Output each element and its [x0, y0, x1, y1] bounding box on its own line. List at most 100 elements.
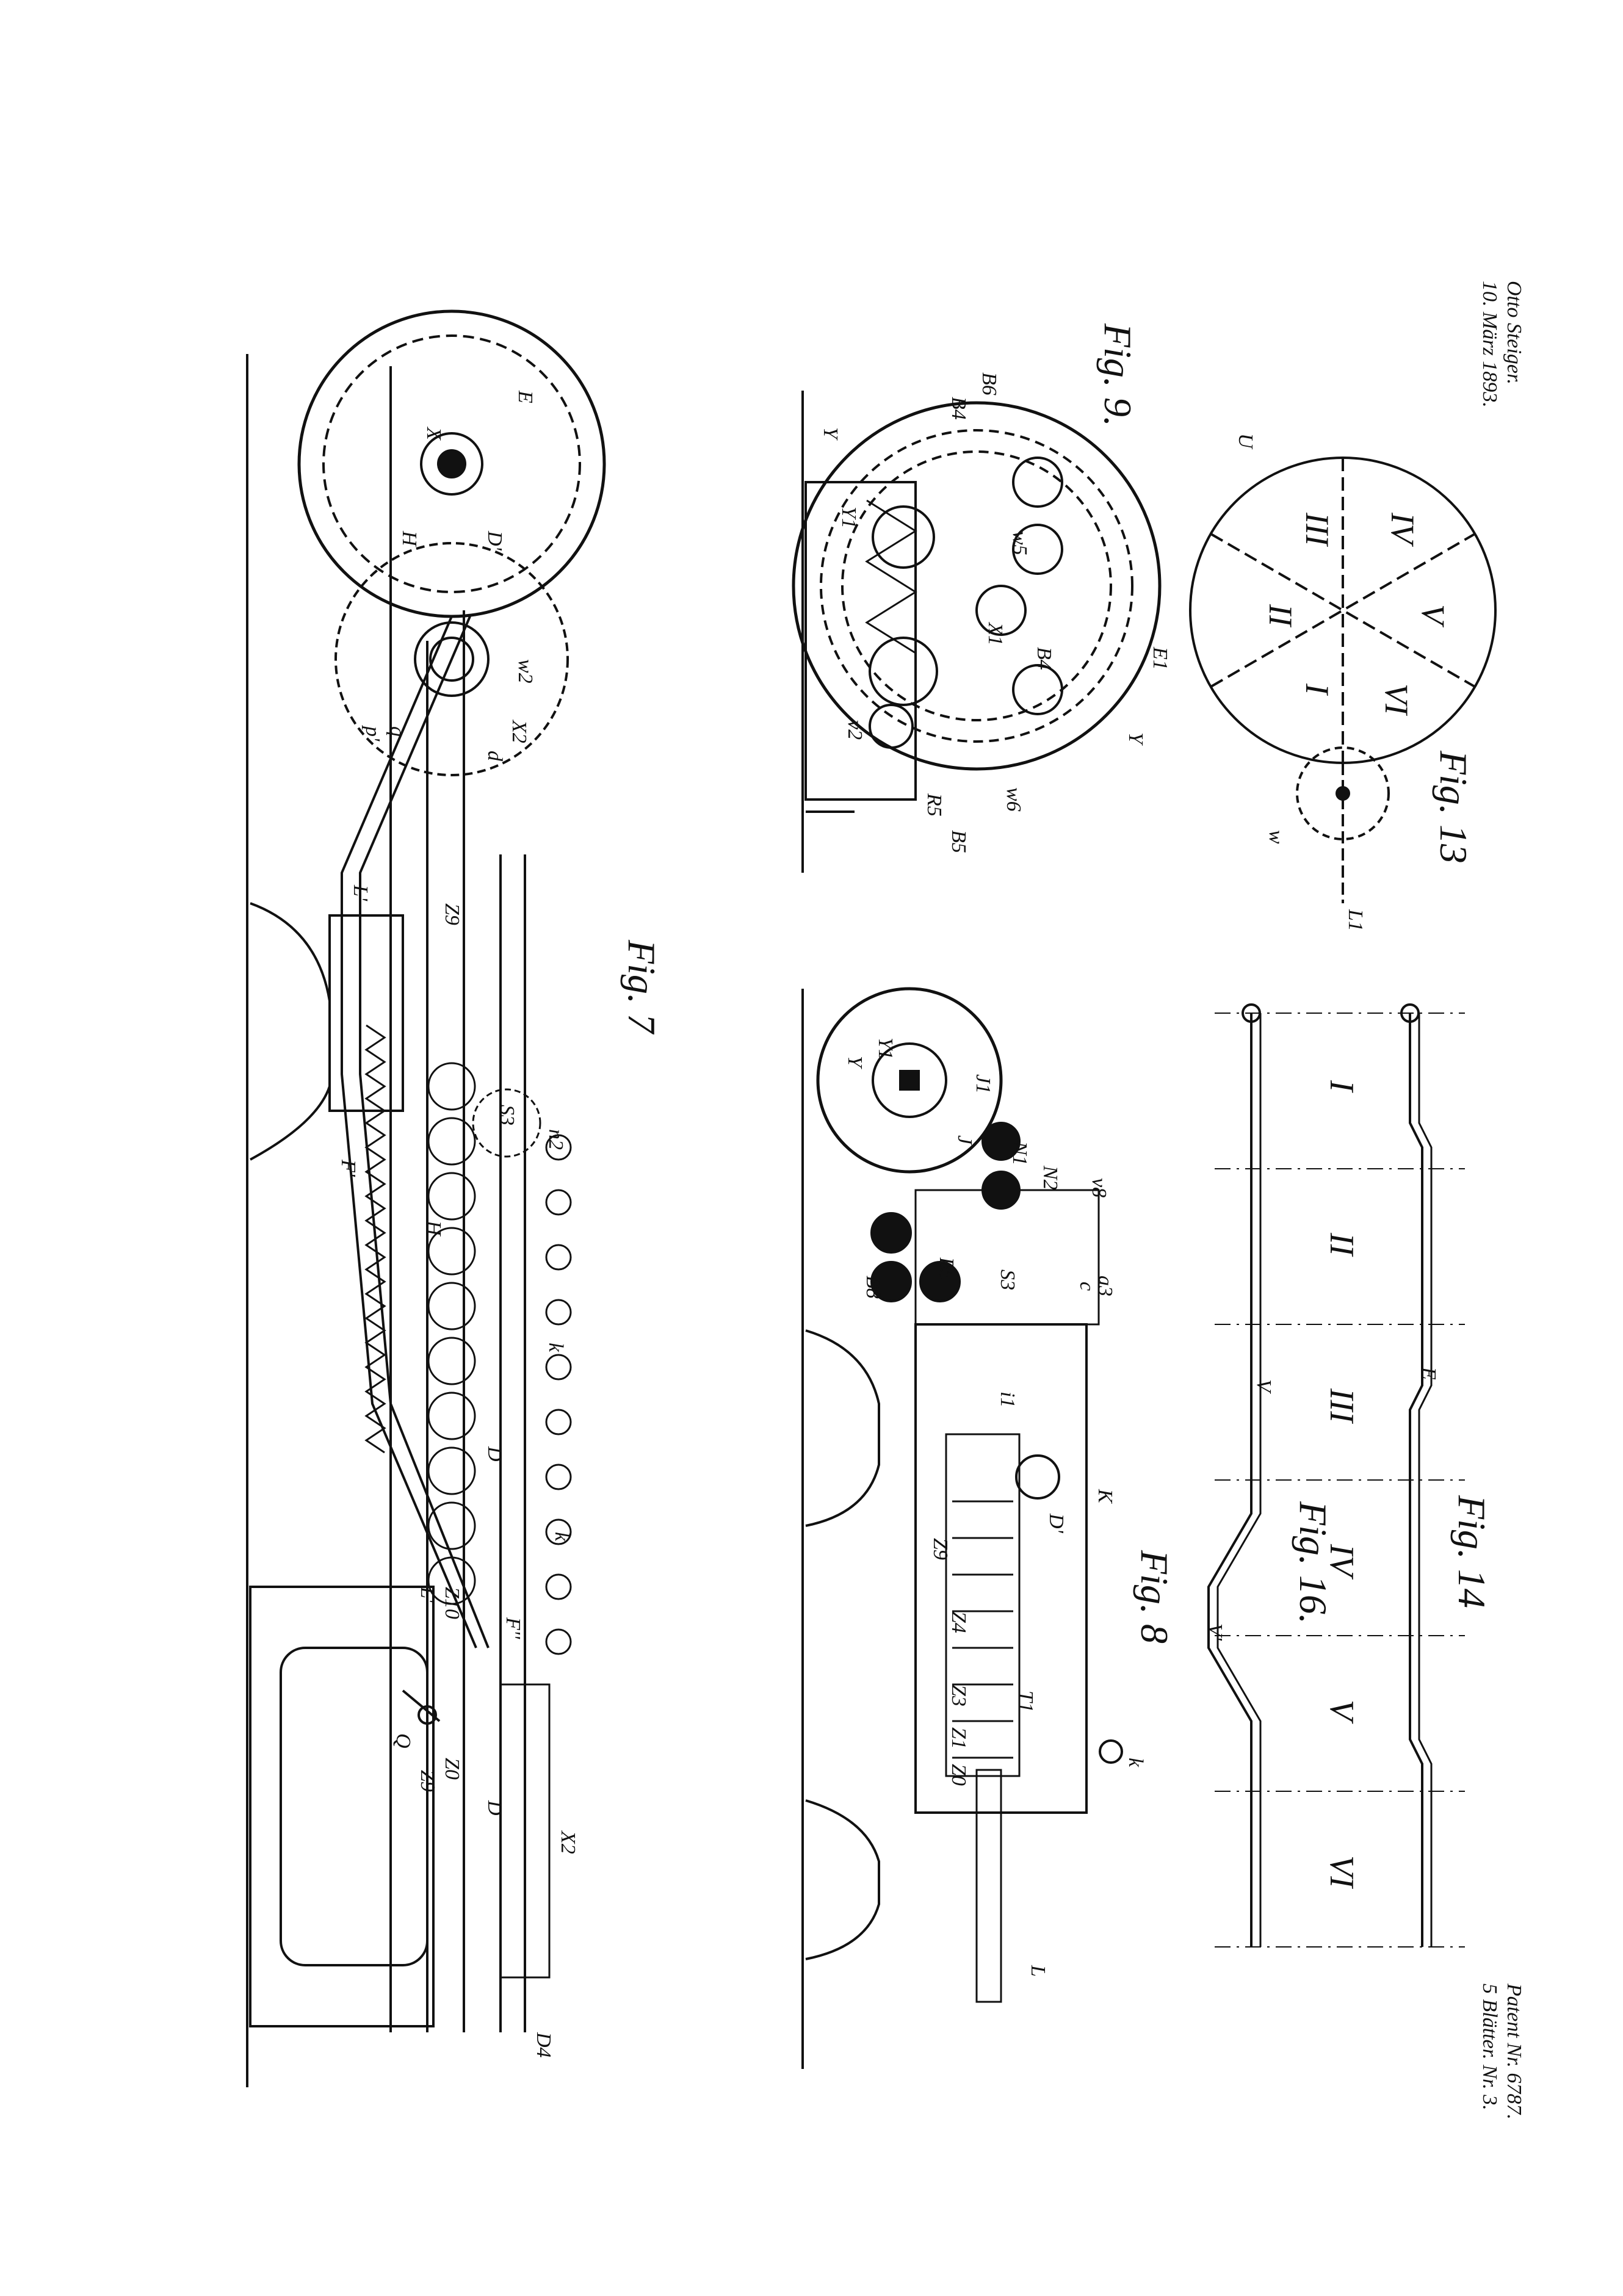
fig8-ref-Z4: Z4 [947, 1611, 970, 1633]
fig7-ref-Z9-top: Z9 [441, 903, 463, 925]
fig7-ref-w2: w2 [514, 659, 537, 684]
fig7-ref-X2: X2 [508, 719, 530, 743]
fig13-ref-U: U [1234, 433, 1257, 450]
fig7-ref-H2: H [422, 1220, 445, 1237]
fig9-drawing [792, 391, 1162, 873]
fig7-ref-k2: k [551, 1532, 573, 1542]
fig13-sector-6: VI [1378, 684, 1415, 717]
fig8-ref-c: c [1075, 1282, 1098, 1291]
fig7-ref-d: d [483, 751, 506, 762]
fig9-ref-v2: v2 [844, 720, 866, 740]
fig7-ref-E: E [514, 390, 537, 403]
fig7-ref-p1: p' [361, 725, 384, 742]
fig7-ref-X: X [422, 426, 445, 441]
fig16-ref-V1: V' [1204, 1623, 1226, 1641]
fig9-ref-Y-top: Y [819, 427, 842, 441]
fig13-sector-5: V [1415, 604, 1451, 628]
fig13-caption: Fig. 13 [1432, 750, 1475, 864]
footer-block: Patent Nr. 6787. 5 Blätter. Nr. 3. [1477, 1984, 1526, 2120]
fig7-ref-Z9-low: Z9 [416, 1770, 439, 1792]
fig13-sector-labels: I II III IV V VI [1262, 512, 1451, 717]
fig7-ref-F1: F' [337, 1159, 360, 1177]
fig9-ref-Y-low: Y [1124, 732, 1147, 746]
fig9-ref-Y1: Y1 [837, 507, 860, 529]
inventor-name: Otto Steiger. [1503, 281, 1525, 384]
fig13-ref-w: w [1265, 830, 1287, 844]
fig9-ref-E1: E1 [1149, 646, 1171, 670]
fig9-ref-B5: B5 [947, 830, 970, 853]
fig7-ref-D: D [483, 1446, 506, 1462]
fig7-ref-Q: Q [392, 1733, 414, 1749]
fig14-section-6: VI [1323, 1855, 1361, 1889]
fig8-ref-J1: J1 [972, 1074, 994, 1094]
fig7-ref-H: H [398, 530, 421, 547]
fig8-ref-B5: B5 [935, 1257, 958, 1280]
figure-captions: Fig. 7 Fig. 8 Fig. 9. Fig. 13 Fig. 14 Fi… [620, 323, 1494, 1644]
fig8-ref-Z1: Z1 [947, 1727, 970, 1749]
fig9-ref-w6: w6 [1002, 787, 1025, 812]
header-block: Otto Steiger. 10. März 1893. [1477, 281, 1526, 408]
fig7-ref-Z10: Z10 [441, 1587, 463, 1619]
patent-number: Patent Nr. 6787. [1503, 1984, 1525, 2120]
fig7-ref-q: q [386, 726, 408, 737]
fig7-ref-Z0: Z0 [441, 1758, 463, 1780]
fig13-sector-4: IV [1384, 512, 1421, 547]
fig9-caption: Fig. 9. [1096, 323, 1140, 427]
fig9-ref-B6: B6 [978, 372, 1000, 395]
fig7-ref-n2: n2 [544, 1129, 567, 1150]
fig7-ref-D1: D' [483, 530, 506, 551]
reference-letters: E X H D' w2 X2 d p' q L' Z9 F' S3 n2 H k… [337, 372, 1440, 2058]
fig9-ref-w5: w5 [1008, 531, 1031, 555]
fig8-ref-D1: D' [1045, 1513, 1068, 1534]
fig8-ref-K: K [1094, 1489, 1116, 1504]
fig14-section-3: III [1323, 1388, 1361, 1424]
fig8-ref-Z0: Z0 [947, 1764, 970, 1786]
fig14-caption: Fig. 14 [1450, 1495, 1494, 1608]
fig13-sector-1: I [1299, 683, 1336, 696]
fig7-caption: Fig. 7 [620, 939, 663, 1035]
fig7-ref-k1: k [544, 1343, 567, 1352]
fig8-ref-Z3: Z3 [947, 1684, 970, 1706]
fig7-ref-L1-low: L' [416, 1586, 439, 1603]
fig8-ref-N2: N2 [1039, 1165, 1061, 1190]
sheet-count: 5 Blätter. Nr. 3. [1478, 1984, 1501, 2110]
fig8-ref-Y1: Y1 [874, 1038, 897, 1060]
fig13-sector-3: III [1299, 512, 1336, 547]
fig9-ref-X1: X1 [984, 621, 1007, 646]
fig14-section-1: I [1323, 1080, 1361, 1093]
fig8-drawing [801, 987, 1123, 2069]
filing-date: 10. März 1893. [1478, 281, 1501, 408]
fig8-ref-Z9: Z9 [929, 1538, 952, 1560]
fig7-ref-S3: S3 [496, 1105, 518, 1125]
fig8-ref-L: L [1027, 1965, 1049, 1977]
fig7-ref-D4: D4 [532, 2032, 555, 2058]
fig8-caption: Fig. 8 [1133, 1550, 1176, 1644]
fig9-ref-B4-top: B4 [947, 397, 970, 420]
fig13-drawing [1189, 457, 1497, 903]
fig8-ref-S3: S3 [996, 1269, 1019, 1290]
fig13-ref-L1: L1 [1344, 909, 1367, 931]
fig8-ref-N1: N1 [1008, 1141, 1031, 1166]
fig8-ref-k: k [1124, 1758, 1147, 1767]
fig7-ref-L1-top: L' [349, 884, 372, 901]
fig14-fig16-drawing [1207, 1003, 1465, 1948]
fig7-ref-X2-low: X2 [557, 1830, 579, 1854]
fig8-ref-v8: v8 [1088, 1178, 1110, 1197]
fig16-caption: Fig. 16. [1292, 1501, 1335, 1624]
fig7-ref-D-low: D [483, 1800, 506, 1816]
fig14-section-2: II [1323, 1232, 1361, 1257]
fig14-section-labels: I II III IV V VI [1323, 1080, 1361, 1889]
fig7-ref-F2: F'' [502, 1617, 524, 1639]
fig7-drawing [246, 309, 606, 2087]
fig8-ref-a3: a3 [1094, 1276, 1116, 1296]
fig13-sector-2: II [1262, 604, 1299, 628]
fig9-ref-B4-mid: B4 [1033, 647, 1055, 670]
fig8-ref-Y: Y [844, 1056, 866, 1069]
fig8-ref-i1: i1 [996, 1392, 1019, 1407]
fig8-ref-B8: B8 [862, 1276, 884, 1299]
fig8-ref-T1: T1 [1014, 1691, 1037, 1713]
fig14-section-4: IV [1323, 1543, 1361, 1580]
fig16-ref-V: V [1252, 1379, 1275, 1395]
